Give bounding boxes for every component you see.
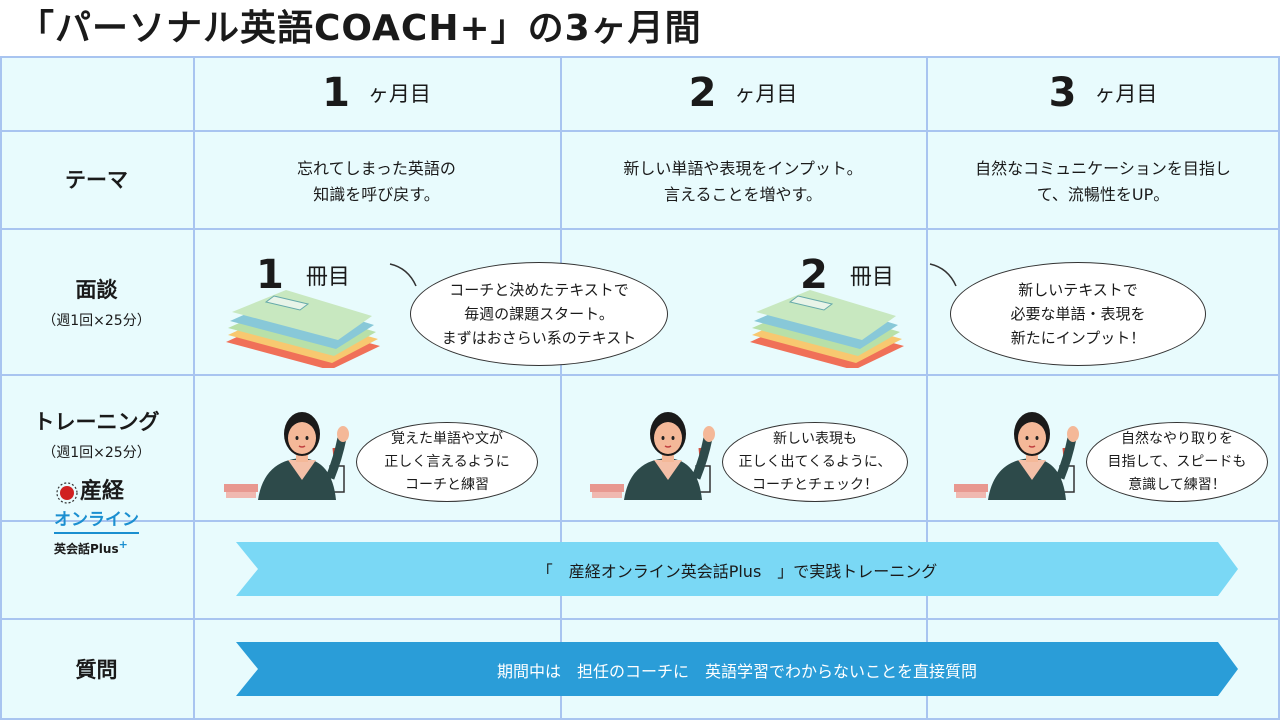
bubble-line: コーチと練習 — [405, 476, 489, 493]
grid-line — [0, 56, 1280, 58]
speech-bubble: 覚えた単語や文が 正しく言えるように コーチと練習 — [356, 422, 538, 502]
bubble-line: 目指して、スピードも — [1107, 453, 1247, 470]
logo-text-online: オンライン — [54, 508, 139, 534]
theme-cell-1: 忘れてしまった英語の 知識を呼び戻す。 — [193, 156, 560, 208]
question-text: 期間中は 担任のコーチに 英語学習でわからないことを直接質問 — [496, 662, 977, 681]
sankei-online-logo: 産経 オンライン 英会話Plus+ — [52, 478, 142, 560]
bubble-line: 新しい表現も — [772, 430, 857, 447]
row-label-training: トレーニング （週1回×25分） — [0, 406, 193, 462]
grid-line — [0, 374, 1280, 376]
online-training-text: 「 産経オンライン英会話Plus 」で実践トレーニング — [536, 562, 938, 581]
bubble-line: コーチと決めたテキストで — [449, 281, 629, 299]
bubble-line: 必要な単語・表現を — [1010, 305, 1146, 323]
grid-line — [0, 618, 1280, 620]
online-training-arrow — [236, 542, 1238, 596]
month-header-3: 3 ヶ月目 — [926, 70, 1280, 130]
logo-text-plus: 英会話Plus+ — [54, 536, 128, 558]
schedule-table: 1 ヶ月目 2 ヶ月目 3 ヶ月目 テーマ 面談 （週1回×25分） トレーニング （… — [0, 56, 1280, 720]
row-label-interview: 面談 （週1回×25分） — [0, 274, 193, 330]
speech-bubble: コーチと決めたテキストで 毎週の課題スタート。 まずはおさらい系のテキスト — [410, 262, 668, 366]
month-number: 3 — [1048, 70, 1077, 116]
book-count-2: 2 冊目 — [800, 252, 894, 298]
book-number: 2 — [800, 252, 828, 298]
logo-text-sankei: 産経 — [80, 479, 125, 504]
grid-line — [0, 130, 1280, 132]
grid-line — [0, 56, 2, 720]
speech-bubble: 新しい表現も 正しく出てくるように、 コーチとチェック！ — [722, 422, 908, 502]
grid-line — [0, 718, 1280, 720]
theme-line: 忘れてしまった英語の — [297, 159, 456, 178]
month-number: 2 — [688, 70, 717, 116]
book-stack-icon — [226, 290, 380, 368]
bubble-line: 覚えた単語や文が — [391, 430, 503, 447]
bubble-tail-icon — [929, 263, 957, 287]
row-label-question: 質問 — [0, 654, 193, 684]
theme-line: て、流暢性をUP。 — [1036, 185, 1170, 204]
month-header-2: 2 ヶ月目 — [560, 70, 926, 130]
book-unit: 冊目 — [305, 265, 350, 290]
month-unit: ヶ月目 — [367, 82, 431, 106]
bubble-line: 正しく言えるように — [384, 453, 510, 470]
grid-line — [0, 228, 1280, 230]
grid-line — [1278, 56, 1280, 720]
month-header-1: 1 ヶ月目 — [193, 70, 560, 130]
book-count-1: 1 冊目 — [256, 252, 350, 298]
question-arrow — [236, 642, 1238, 696]
month-unit: ヶ月目 — [734, 82, 798, 106]
speech-bubble: 新しいテキストで 必要な単語・表現を 新たにインプット！ — [950, 262, 1206, 366]
theme-line: 知識を呼び戻す。 — [313, 185, 440, 204]
theme-cell-2: 新しい単語や表現をインプット。 言えることを増やす。 — [560, 156, 926, 208]
teacher-icon — [954, 412, 1079, 500]
bubble-line: まずはおさらい系のテキスト — [441, 329, 637, 347]
sun-logo-icon — [56, 482, 78, 504]
book-stack-icon — [750, 290, 904, 368]
bubble-line: 意識して練習！ — [1128, 476, 1226, 493]
row-label-text: 質問 — [75, 658, 118, 682]
row-label-theme: テーマ — [0, 164, 193, 194]
logo-plus-mark: + — [118, 538, 128, 551]
row-label-sub: （週1回×25分） — [42, 445, 151, 461]
grid-line — [193, 56, 195, 720]
bubble-line: 正しく出てくるように、 — [738, 453, 892, 470]
page-title: 「パーソナル英語COACH+」の3ヶ月間 — [18, 8, 702, 49]
row-label-text: 面談 — [75, 278, 118, 302]
bubble-line: 新たにインプット！ — [1010, 329, 1146, 347]
grid-line — [560, 56, 562, 720]
book-number: 1 — [256, 252, 284, 298]
month-number: 1 — [322, 70, 350, 116]
theme-cell-3: 自然なコミュニケーションを目指し て、流暢性をUP。 — [926, 156, 1280, 208]
theme-line: 言えることを増やす。 — [664, 185, 822, 204]
theme-line: 自然なコミュニケーションを目指し — [975, 159, 1231, 178]
bubble-line: 毎週の課題スタート。 — [464, 305, 614, 323]
month-unit: ヶ月目 — [1094, 82, 1158, 106]
bubble-tail-icon — [389, 263, 417, 287]
row-label-text: トレーニング — [33, 410, 160, 434]
theme-line: 新しい単語や表現をインプット。 — [623, 159, 863, 178]
logo-text-plus-label: 英会話Plus — [54, 542, 119, 556]
row-label-sub: （週1回×25分） — [42, 313, 151, 329]
bubble-line: コーチとチェック！ — [751, 476, 878, 493]
book-unit: 冊目 — [849, 265, 894, 290]
grid-line — [926, 56, 928, 720]
teacher-icon — [224, 412, 349, 500]
speech-bubble: 自然なやり取りを 目指して、スピードも 意識して練習！ — [1086, 422, 1268, 502]
row-label-text: テーマ — [65, 168, 128, 192]
teacher-icon — [590, 412, 715, 500]
bubble-line: 自然なやり取りを — [1120, 430, 1233, 447]
bubble-line: 新しいテキストで — [1018, 281, 1138, 299]
grid-line — [0, 520, 1280, 522]
